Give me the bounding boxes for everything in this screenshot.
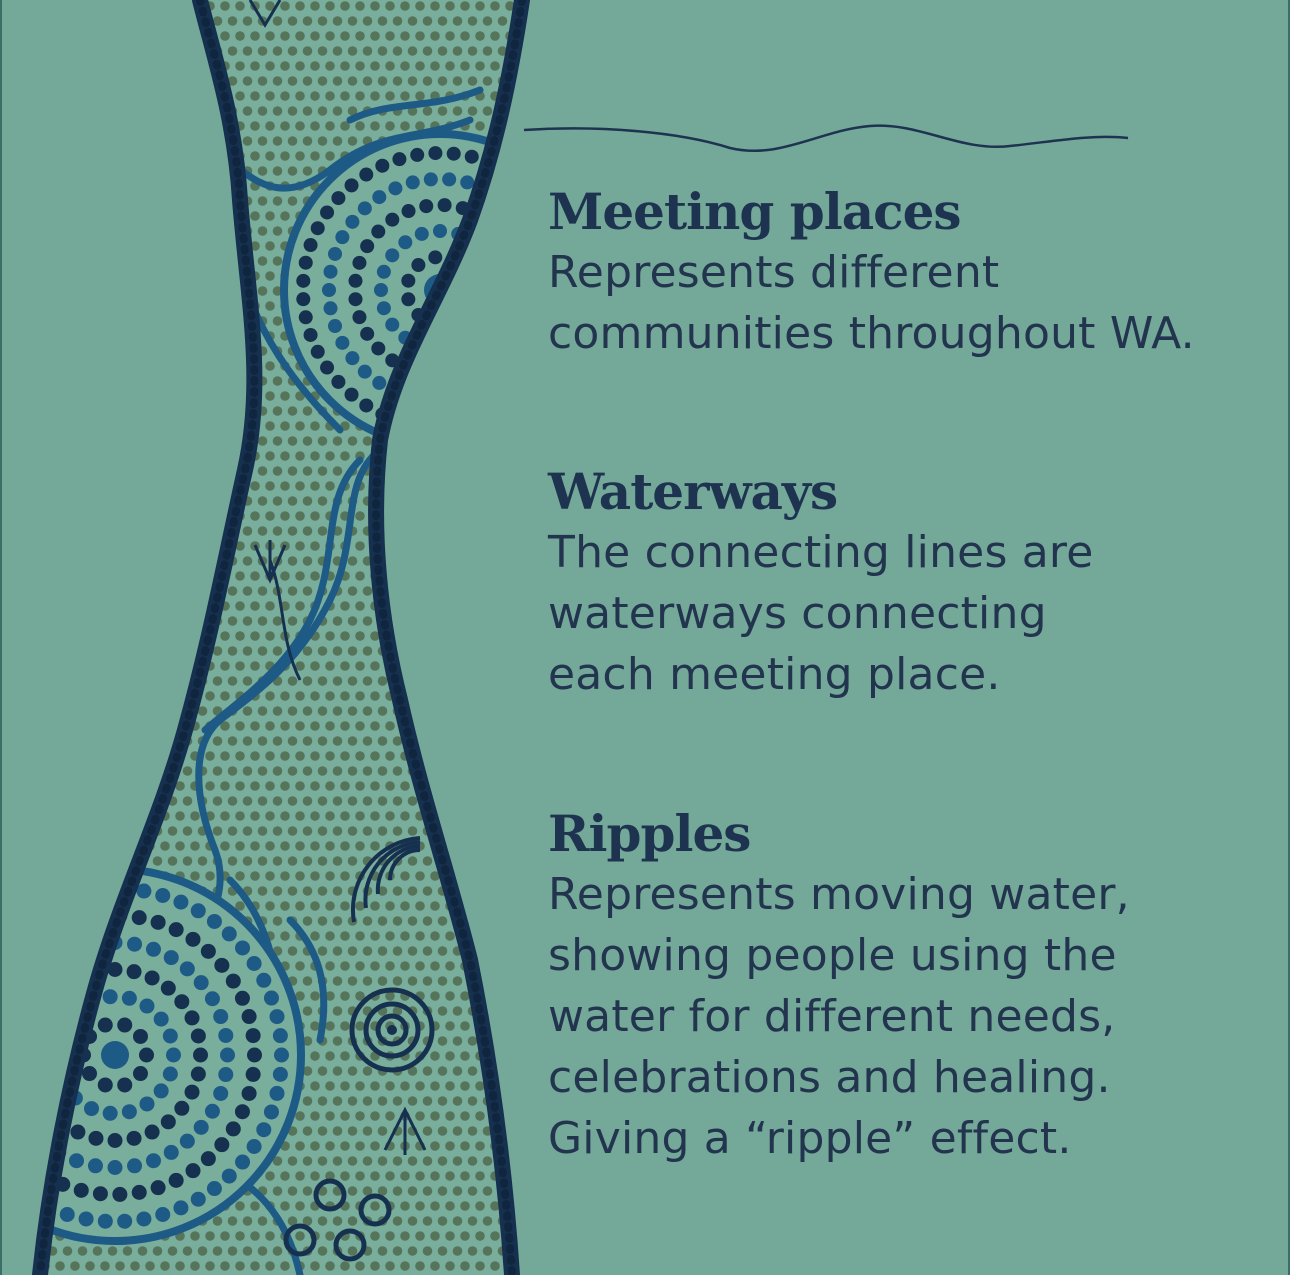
body-line: each meeting place. — [548, 649, 1001, 700]
body-line: showing people using the — [548, 930, 1117, 981]
wave-line-decoration — [523, 124, 1129, 153]
section-ripples: Ripples Represents moving water, showing… — [548, 804, 1268, 1169]
body-line: Represents moving water, — [548, 869, 1130, 920]
waterway-lines — [186, 86, 484, 1275]
body-line: water for different needs, — [548, 991, 1116, 1042]
symbols — [248, 0, 435, 1262]
body-line: Giving a “ripple” effect. — [548, 1113, 1072, 1164]
river-outline — [32, 0, 530, 1275]
section-meeting-places: Meeting places Represents different comm… — [548, 182, 1268, 364]
body-line: The connecting lines are — [548, 527, 1094, 578]
heading-ripples: Ripples — [548, 804, 751, 863]
heading-waterways: Waterways — [548, 462, 838, 521]
body-line: communities throughout WA. — [548, 308, 1195, 359]
body-line: celebrations and healing. — [548, 1052, 1111, 1103]
body-line: Represents different — [548, 247, 1000, 298]
section-waterways: Waterways The connecting lines are water… — [548, 462, 1268, 705]
heading-meeting-places: Meeting places — [548, 182, 962, 241]
body-line: waterways connecting — [548, 588, 1047, 639]
